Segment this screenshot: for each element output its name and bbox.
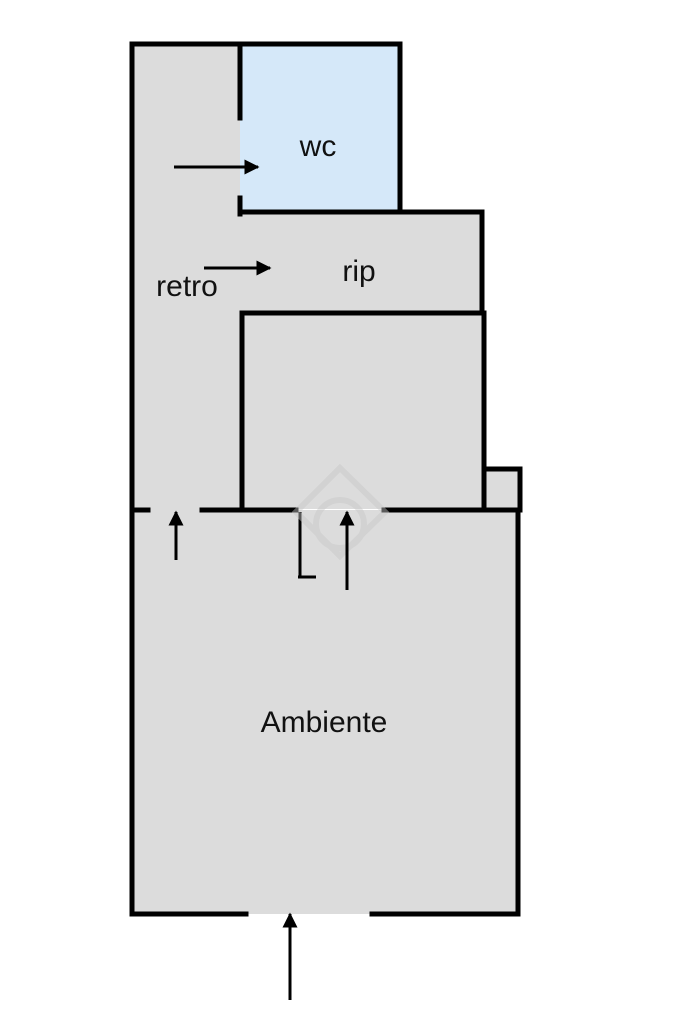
arrows — [168, 159, 355, 1000]
rip-room — [240, 212, 482, 312]
door-swing — [298, 512, 316, 579]
retro-room — [132, 44, 242, 510]
walls — [129, 41, 523, 917]
storage-room — [242, 313, 484, 509]
retro-label: retro — [156, 270, 218, 303]
ambiente-label: Ambiente — [261, 706, 388, 739]
ambiente-room — [132, 510, 518, 914]
rip-label: rip — [342, 255, 375, 288]
small-niche — [484, 469, 520, 509]
watermark-logo — [291, 463, 390, 561]
wc-label: wc — [299, 130, 337, 163]
wc-room — [240, 44, 400, 212]
